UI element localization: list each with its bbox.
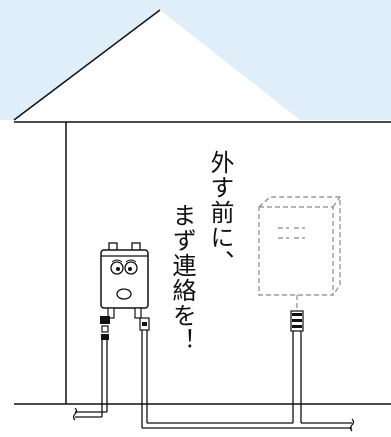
caption-line-2: まず連絡を！ — [168, 203, 196, 353]
roof-area — [14, 10, 300, 120]
house-wall — [0, 120, 391, 437]
gas-meter-icon — [100, 242, 149, 319]
gas-pipe-right — [139, 317, 355, 432]
gas-pipe-left — [72, 316, 110, 421]
caption-line-1: 外す前に、 — [206, 150, 234, 275]
heater-pipe — [290, 310, 304, 423]
water-heater-outline-icon — [258, 196, 341, 310]
roof-line-left — [13, 9, 161, 121]
